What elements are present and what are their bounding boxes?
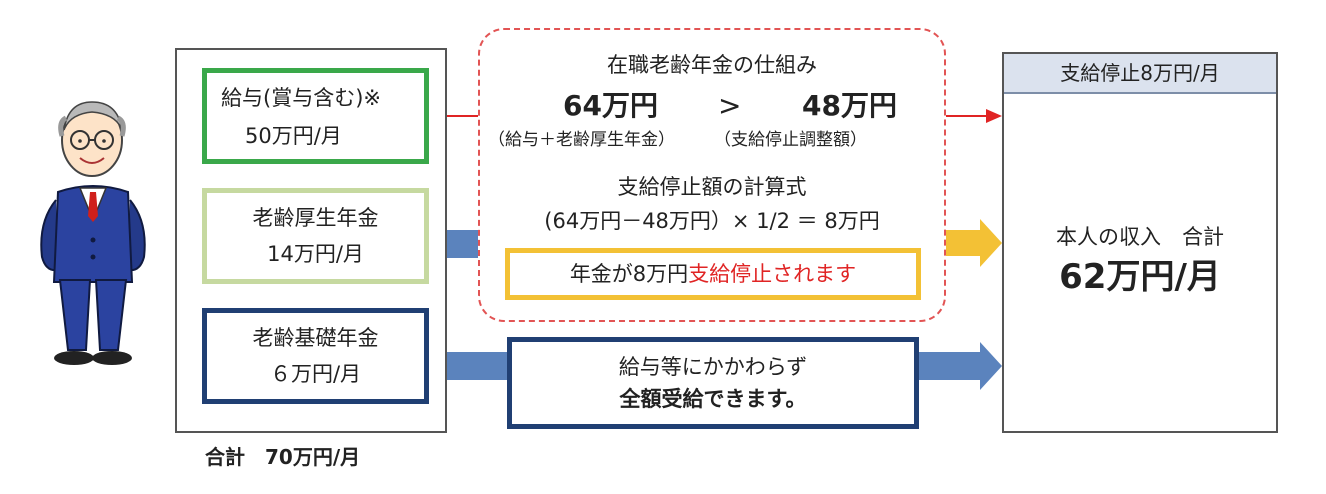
kosei-pension-box: 老齢厚生年金 14万円/月 xyxy=(202,188,429,284)
left-total: 合計 70万円/月 xyxy=(205,445,361,469)
basic-pension-note-box: 給与等にかかわらず 全額受給できます。 xyxy=(507,337,919,429)
basic-note-line1: 給与等にかかわらず xyxy=(618,354,808,379)
income-total-label: 本人の収入 合計 xyxy=(1056,225,1224,249)
formula-title: 支給停止額の計算式 xyxy=(617,175,807,199)
kiso-pension-box: 老齢基礎年金 ６万円/月 xyxy=(202,308,429,404)
yellow-arrow-head xyxy=(980,219,1002,267)
basic-note-line2: 全額受給できます。 xyxy=(619,387,807,411)
businessman-illustration xyxy=(40,101,146,365)
result-prefix: 年金が8万円 xyxy=(569,261,689,286)
suspension-result-box: 年金が8万円支給停止されます xyxy=(505,248,921,300)
compare-right-value: 48万円 xyxy=(802,89,897,122)
kosei-label: 老齢厚生年金 xyxy=(252,205,379,230)
blue-arrow-head xyxy=(980,342,1002,390)
formula: (64万円－48万円）× 1/2 ＝ 8万円 xyxy=(544,209,880,233)
compare-right-note: （支給停止調整額） xyxy=(714,130,867,150)
salary-amount: 50万円/月 xyxy=(245,124,342,148)
yellow-arrow-bar xyxy=(946,230,982,256)
compare-left-note: （給与＋老齢厚生年金） xyxy=(488,130,675,150)
income-result-panel: 支給停止8万円/月 本人の収入 合計 62万円/月 xyxy=(1002,52,1278,433)
kiso-amount: ６万円/月 xyxy=(269,362,362,386)
red-arrow-head xyxy=(986,109,1002,123)
income-panel: 給与(賞与含む)※ 50万円/月 老齢厚生年金 14万円/月 老齢基礎年金 ６万… xyxy=(175,48,447,433)
suspension-header-text: 支給停止8万円/月 xyxy=(1060,60,1220,85)
suspension-header: 支給停止8万円/月 xyxy=(1004,54,1276,94)
mechanism-heading: 在職老齢年金の仕組み xyxy=(607,53,817,77)
kosei-amount: 14万円/月 xyxy=(267,242,364,266)
blue-arrow-bar xyxy=(918,352,982,380)
result-suspended-text: 支給停止されます xyxy=(688,261,857,286)
kiso-label: 老齢基礎年金 xyxy=(252,325,379,350)
compare-left-value: 64万円 xyxy=(563,89,658,122)
income-total-value: 62万円/月 xyxy=(1059,257,1221,297)
salary-box: 給与(賞与含む)※ 50万円/月 xyxy=(202,68,429,164)
compare-operator: > xyxy=(718,89,742,122)
salary-label: 給与(賞与含む)※ xyxy=(221,86,381,110)
